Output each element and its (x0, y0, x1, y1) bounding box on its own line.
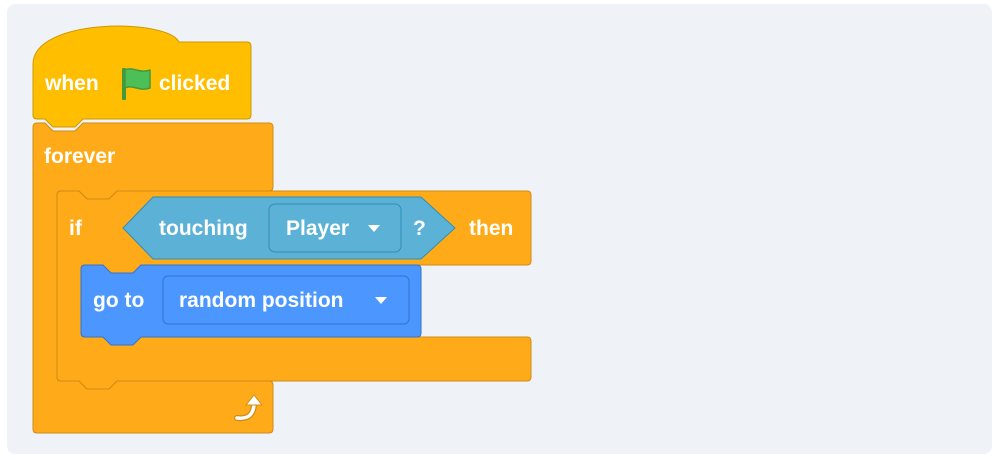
touching-object-dropdown[interactable] (268, 203, 402, 253)
go-to-target-dropdown[interactable] (162, 275, 410, 325)
then-label: then (469, 217, 514, 240)
script-stack (32, 25, 532, 434)
forever-label: forever (44, 145, 116, 168)
if-label: if (69, 217, 82, 240)
chevron-down-icon (375, 297, 387, 304)
go-to-target-value: random position (179, 289, 344, 312)
code-area[interactable]: when clicked forever if touching Player … (7, 4, 992, 454)
when-label: when (45, 72, 99, 95)
question-mark-label: ? (413, 217, 426, 240)
touching-object-value: Player (286, 217, 350, 240)
green-flag-icon (122, 68, 151, 100)
touching-label: touching (159, 217, 248, 240)
loop-arrow-icon (234, 394, 263, 422)
go-to-label: go to (93, 289, 145, 312)
clicked-label: clicked (159, 72, 231, 95)
chevron-down-icon (368, 225, 380, 232)
